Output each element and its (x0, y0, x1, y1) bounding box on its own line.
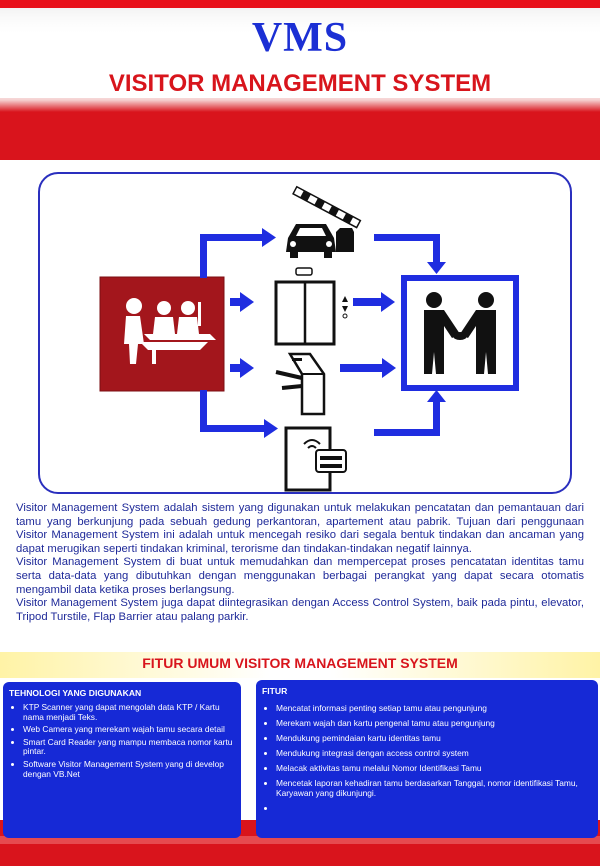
list-item: Web Camera yang merekam wajah tamu secar… (23, 725, 235, 735)
list-item: Mencetak laporan kehadiran tamu berdasar… (276, 778, 592, 798)
fitur-umum-title: FITUR UMUM VISITOR MANAGEMENT SYSTEM (142, 655, 458, 671)
elevator-icon (274, 267, 348, 346)
list-item: Mendukung pemindaian kartu identitas tam… (276, 733, 592, 744)
header-light-area (0, 8, 600, 98)
fitur-panel: FITUR Mencatat informasi penting setiap … (256, 680, 598, 838)
fitur-list: Mencatat informasi penting setiap tamu a… (256, 703, 598, 814)
fitur-umum-band (0, 652, 600, 678)
tripod-turnstile-icon (275, 352, 326, 416)
list-item: Melacak aktivitas tamu melalui Nomor Ide… (276, 763, 592, 774)
list-item: Software Visitor Management System yang … (23, 759, 235, 779)
handshake-icon (401, 275, 519, 391)
list-item: Smart Card Reader yang mampu membaca nom… (23, 737, 235, 757)
list-item: Merekam wajah dan kartu pengenal tamu at… (276, 718, 592, 729)
card-access-door-icon (284, 426, 347, 492)
list-item (276, 804, 592, 814)
parking-barrier-icon (286, 185, 362, 258)
teknologi-list: KTP Scanner yang dapat mengolah data KTP… (3, 702, 241, 779)
arrow-icon (200, 228, 446, 438)
description-text: Visitor Management System adalah sistem … (16, 502, 584, 624)
description-paragraph-2: Visitor Management System di buat untuk … (16, 556, 584, 596)
header-banner (0, 0, 600, 160)
list-item: Mencatat informasi penting setiap tamu a… (276, 703, 592, 714)
page-subtitle: VISITOR MANAGEMENT SYSTEM (108, 70, 492, 97)
fitur-heading: FITUR (262, 686, 288, 696)
flow-diagram-svg (99, 185, 519, 492)
list-item: Mendukung integrasi dengan access contro… (276, 748, 592, 759)
page-title: VMS (251, 15, 349, 61)
teknologi-panel: TEHNOLOGI YANG DIGUNAKAN KTP Scanner yan… (3, 682, 241, 838)
description-paragraph-1: Visitor Management System adalah sistem … (16, 502, 584, 555)
list-item: KTP Scanner yang dapat mengolah data KTP… (23, 702, 235, 722)
teknologi-heading: TEHNOLOGI YANG DIGUNAKAN (9, 688, 142, 698)
description-paragraph-3: Visitor Management System juga dapat dii… (16, 597, 584, 623)
vms-flow-diagram (38, 172, 572, 494)
reception-icon (99, 276, 225, 392)
footer-stripe (0, 836, 600, 844)
